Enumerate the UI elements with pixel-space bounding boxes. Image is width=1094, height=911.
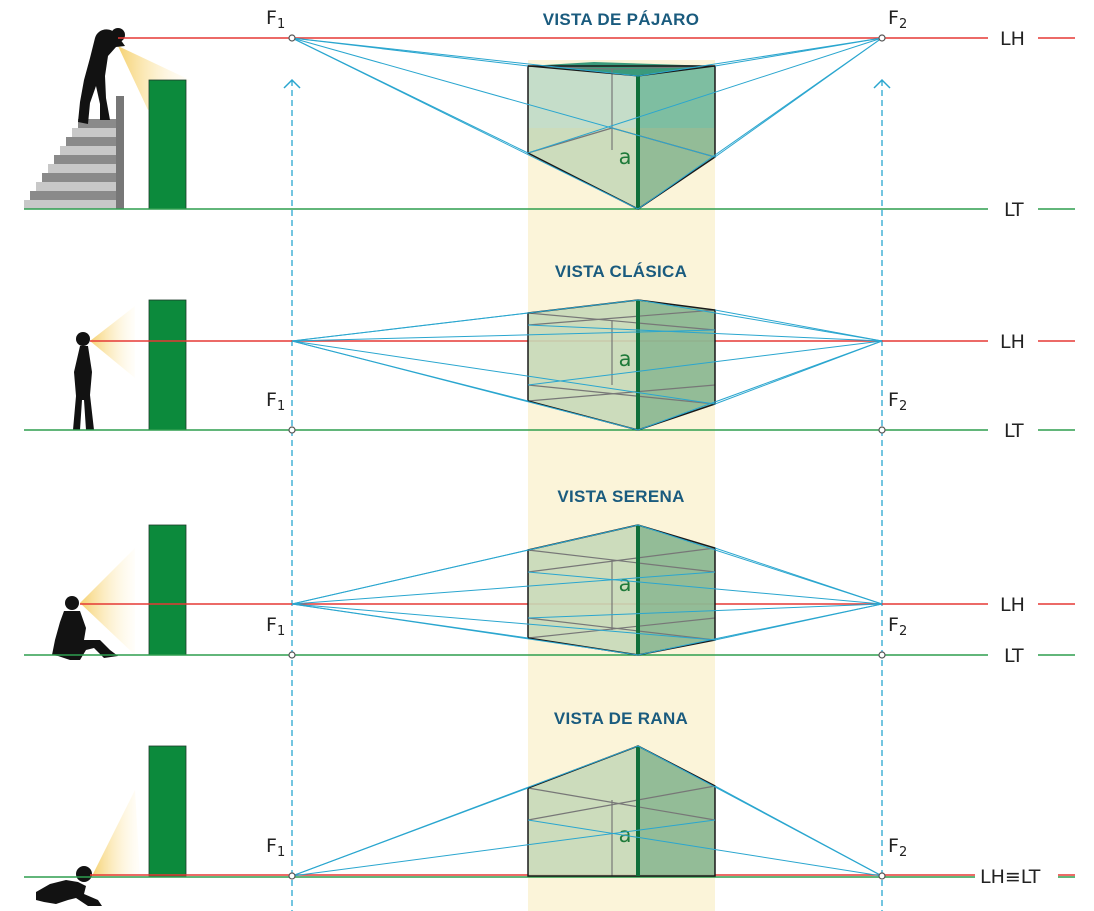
projection-lines <box>291 745 883 877</box>
svg-text:F1: F1 <box>266 614 285 639</box>
lt-label: LT <box>1004 199 1024 221</box>
svg-text:F2: F2 <box>888 614 907 639</box>
lh-lt-label: LH≡LT <box>980 866 1041 888</box>
vanishing-point-f1: F <box>266 835 277 857</box>
panel-vista-rana: VISTA DE RANA LH≡LT F1 F2 a <box>24 709 1075 906</box>
vanishing-point-marker <box>878 872 886 880</box>
tower <box>148 745 187 877</box>
vanishing-point-f2: F <box>888 835 899 857</box>
svg-text:F2: F2 <box>888 7 907 32</box>
lh-label: LH <box>1000 594 1025 616</box>
svg-text:F2: F2 <box>888 835 907 860</box>
svg-text:F1: F1 <box>266 389 285 414</box>
vanishing-point-marker <box>878 34 886 42</box>
vanishing-point-f2: F <box>888 614 899 636</box>
vanishing-point-marker <box>288 651 296 659</box>
standing-person-icon <box>73 306 135 430</box>
vanishing-point-marker <box>288 872 296 880</box>
dashed-guide-right <box>873 78 891 911</box>
dashed-guide-left <box>283 78 301 911</box>
vanishing-point-f2: F <box>888 389 899 411</box>
panel-title: VISTA DE PÁJARO <box>543 10 700 29</box>
edge-a-label: a <box>619 572 632 596</box>
lt-label: LT <box>1004 645 1024 667</box>
lt-label: LT <box>1004 420 1024 442</box>
panel-title: VISTA DE RANA <box>554 709 688 728</box>
lh-label: LH <box>1000 331 1025 353</box>
panel-vista-serena: VISTA SERENA LH LT F1 F2 a <box>24 487 1075 667</box>
vanishing-point-f1: F <box>266 389 277 411</box>
panel-vista-clasica: VISTA CLÁSICA LH LT F1 F2 a <box>24 262 1075 442</box>
edge-a-label: a <box>619 347 632 371</box>
vanishing-point-f2: F <box>888 7 899 29</box>
svg-text:F2: F2 <box>888 389 907 414</box>
edge-a-label: a <box>619 145 632 169</box>
svg-text:F1: F1 <box>266 835 285 860</box>
crawling-baby-icon <box>36 790 140 906</box>
lh-label: LH <box>1000 28 1025 50</box>
projection-lines <box>291 524 883 656</box>
vanishing-point-marker <box>288 34 296 42</box>
vanishing-point-marker <box>288 426 296 434</box>
projection-lines <box>291 37 883 210</box>
box-perspective: a <box>527 745 716 877</box>
panel-title: VISTA CLÁSICA <box>555 262 687 281</box>
vanishing-point-f1: F <box>266 614 277 636</box>
vanishing-point-marker <box>878 426 886 434</box>
tower <box>148 524 187 656</box>
box-perspective: a <box>527 524 716 656</box>
projection-lines <box>291 299 883 431</box>
vanishing-point-marker <box>878 651 886 659</box>
seated-person-icon <box>52 548 135 660</box>
svg-text:F1: F1 <box>266 7 285 32</box>
panel-title: VISTA SERENA <box>557 487 684 506</box>
tower <box>148 299 187 431</box>
tower <box>148 79 187 210</box>
vanishing-point-f1: F <box>266 7 277 29</box>
panel-vista-pajaro: VISTA DE PÁJARO LH LT F1 F2 <box>24 7 1075 221</box>
